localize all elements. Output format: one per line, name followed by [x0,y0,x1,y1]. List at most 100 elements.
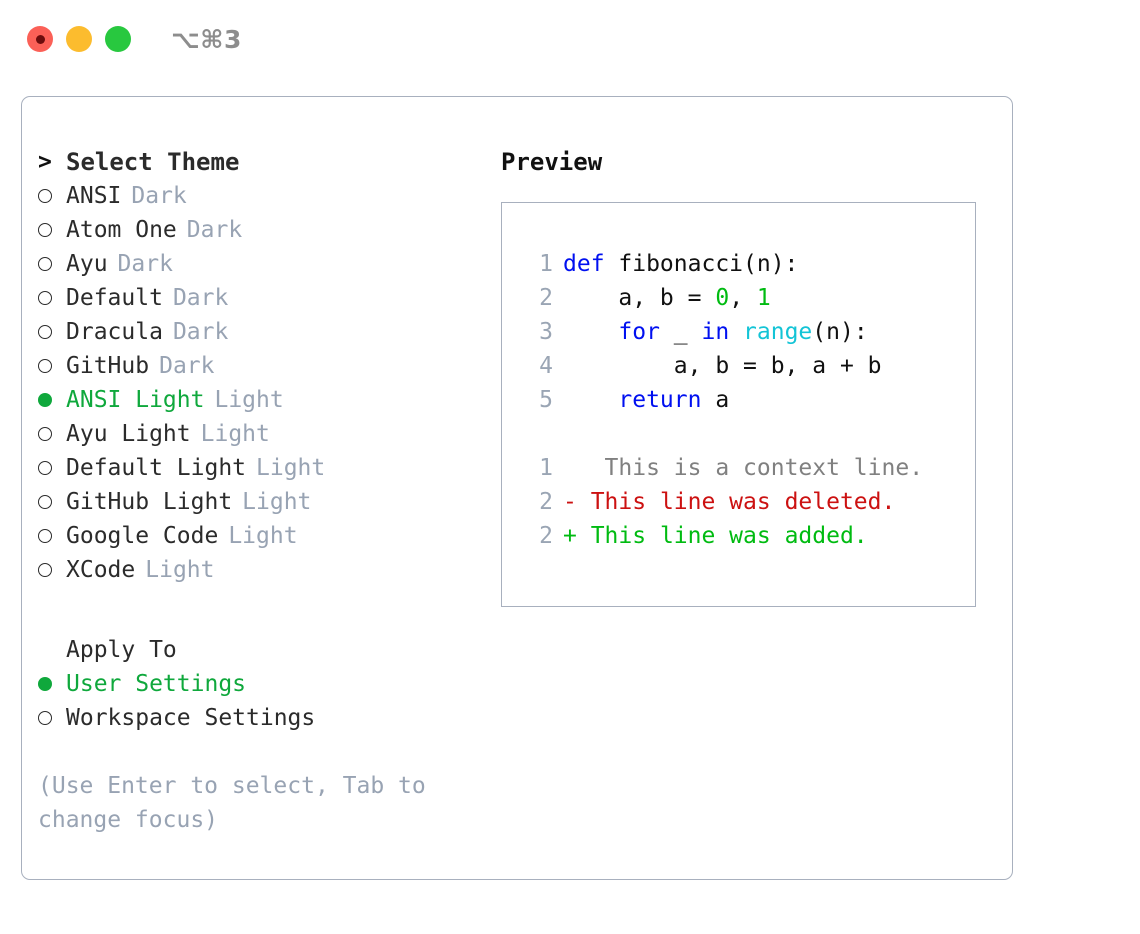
theme-label: Dracula [66,319,163,345]
theme-label: ANSI [66,183,122,209]
select-theme-header: > Select Theme [38,145,478,179]
diff-sign [563,455,577,481]
close-window-icon[interactable] [27,26,53,52]
theme-label: Ayu Light [66,421,191,447]
line-number: 2 [539,523,553,549]
radio-icon[interactable] [38,189,66,203]
theme-option-default-dark[interactable]: Default Dark [38,281,478,315]
theme-variant: Dark [172,285,229,311]
radio-icon[interactable] [38,359,66,373]
theme-variant: Light [200,421,270,447]
theme-label: ANSI Light [66,387,205,413]
theme-variant: Dark [186,217,243,243]
apply-to-option-user-settings[interactable]: User Settings [38,667,478,701]
panel-columns: > Select Theme ANSI Dark Atom One Dark A… [22,97,1012,879]
code-content: def fibonacci(n): [563,251,799,277]
line-number: 4 [539,353,553,379]
theme-option-github-dark[interactable]: GitHub Dark [38,349,478,383]
theme-selector-column: > Select Theme ANSI Dark Atom One Dark A… [38,145,478,837]
apply-to-label: User Settings [66,671,247,697]
line-number: 1 [539,251,553,277]
code-line: 3 for _ in range(n): [519,315,975,349]
radio-icon[interactable] [38,223,66,237]
theme-variant: Light [242,489,312,515]
diff-content: This line was added. [576,523,868,549]
main-panel: > Select Theme ANSI Dark Atom One Dark A… [21,96,1013,880]
radio-selected-icon[interactable] [38,393,66,407]
theme-variant: Dark [172,319,229,345]
theme-option-github-light[interactable]: GitHub Light Light [38,485,478,519]
radio-icon[interactable] [38,563,66,577]
caret-icon: > [38,148,52,175]
diff-line-context: 1 This is a context line. [519,451,975,485]
theme-option-dracula-dark[interactable]: Dracula Dark [38,315,478,349]
section-spacer [38,587,478,633]
diff-content: This is a context line. [576,455,924,481]
theme-option-ayu-dark[interactable]: Ayu Dark [38,247,478,281]
theme-label: Default [66,285,163,311]
theme-variant: Dark [131,183,187,209]
radio-icon[interactable] [38,291,66,305]
line-number: 3 [539,319,553,345]
apply-to-heading: Apply To [66,637,177,663]
theme-label: GitHub [66,353,150,379]
theme-option-ansi-light[interactable]: ANSI Light Light [38,383,478,417]
preview-box: 1 def fibonacci(n): 2 a, b = 0, 1 3 for … [501,202,976,607]
theme-option-xcode[interactable]: XCode Light [38,553,478,587]
diff-content: This line was deleted. [576,489,896,515]
maximize-window-icon[interactable] [105,26,131,52]
apply-to-option-workspace-settings[interactable]: Workspace Settings [38,701,478,735]
theme-variant: Light [256,455,326,481]
diff-line-added: 2 + This line was added. [519,519,975,553]
code-diff-separator [519,417,975,451]
theme-variant: Dark [159,353,215,379]
line-number: 2 [539,489,553,515]
radio-icon[interactable] [38,461,66,475]
code-content: a, b = 0, 1 [563,285,771,311]
radio-icon[interactable] [38,495,66,509]
record-dot-icon [35,34,45,44]
diff-line-deleted: 2 - This line was deleted. [519,485,975,519]
theme-label: Default Light [66,455,247,481]
radio-icon[interactable] [38,427,66,441]
code-line: 2 a, b = 0, 1 [519,281,975,315]
diff-sign: - [563,489,577,515]
theme-option-ansi-dark[interactable]: ANSI Dark [38,179,478,213]
line-number: 1 [539,455,553,481]
theme-variant: Light [228,523,298,549]
diff-sign: + [563,523,577,549]
code-content: for _ in range(n): [618,319,868,345]
traffic-light-group [27,26,131,52]
theme-variant: Dark [117,251,173,277]
theme-option-default-light[interactable]: Default Light Light [38,451,478,485]
line-number: 2 [539,285,553,311]
radio-icon[interactable] [38,711,66,725]
radio-icon[interactable] [38,529,66,543]
page-title: Select Theme [66,148,240,176]
code-line: 5 return a [519,383,975,417]
theme-variant: Light [145,557,215,583]
apply-to-label: Workspace Settings [66,705,316,731]
preview-column: Preview 1 def fibonacci(n): 2 a, b = 0, … [501,145,1001,607]
theme-label: Atom One [66,217,177,243]
radio-selected-icon[interactable] [38,677,66,691]
title-bar: ⌥⌘3 [0,0,1140,78]
radio-icon[interactable] [38,325,66,339]
theme-label: Ayu [66,251,108,277]
radio-icon[interactable] [38,257,66,271]
minimize-window-icon[interactable] [66,26,92,52]
line-number: 5 [539,387,553,413]
theme-label: GitHub Light [66,489,233,515]
code-line: 4 a, b = b, a + b [519,349,975,383]
theme-option-atom-one-dark[interactable]: Atom One Dark [38,213,478,247]
theme-option-ayu-light[interactable]: Ayu Light Light [38,417,478,451]
code-content: a, b = b, a + b [563,353,882,379]
theme-label: Google Code [66,523,219,549]
hint-spacer [38,735,478,769]
window-title-shortcut: ⌥⌘3 [171,24,242,54]
keyboard-hint-text: (Use Enter to select, Tab to change focu… [38,773,426,833]
theme-label: XCode [66,557,136,583]
theme-option-google-code[interactable]: Google Code Light [38,519,478,553]
code-line: 1 def fibonacci(n): [519,247,975,281]
